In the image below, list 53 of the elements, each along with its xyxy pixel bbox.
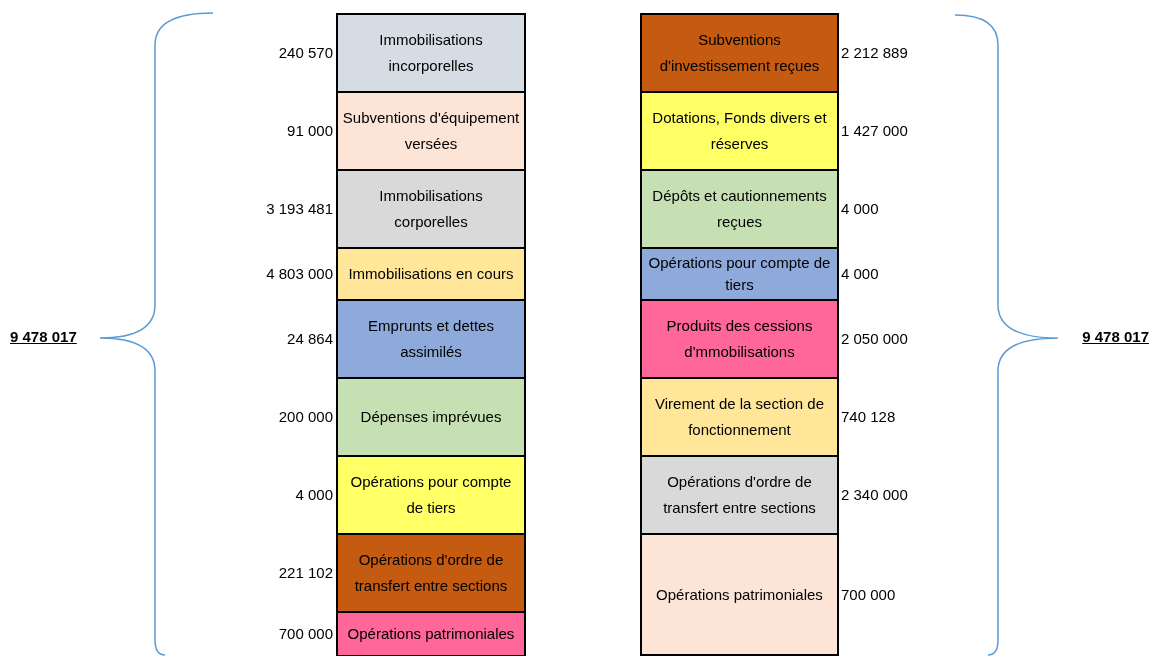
amount-label: 700 000 (841, 584, 896, 605)
item-label: Emprunts et dettes assimilés (367, 316, 495, 362)
budget-box (336, 169, 526, 249)
budget-box (336, 91, 526, 171)
budget-box (640, 455, 839, 535)
item-label: Opérations d'ordre de transfert entre sections (353, 550, 509, 596)
budget-box (336, 611, 526, 656)
budget-box (640, 13, 839, 93)
budget-box (336, 299, 526, 379)
item-label: Opérations patrimoniales (347, 624, 515, 644)
item-label: Subventions d'équipement versées (341, 108, 521, 154)
budget-box (640, 91, 839, 171)
item-label: Immobilisations incorporelles (378, 30, 484, 76)
amount-label: 4 803 000 (266, 264, 333, 284)
total-amount: 9 478 017 (10, 328, 77, 345)
budget-box (336, 455, 526, 535)
budget-box (336, 247, 526, 301)
amount-label: 2 212 889 (841, 43, 908, 63)
item-label: Immobilisations corporelles (378, 186, 484, 232)
budget-box (336, 13, 526, 93)
amount-label: 2 340 000 (841, 485, 908, 505)
budget-box (336, 377, 526, 457)
item-label: Opérations pour compte de tiers (349, 472, 513, 518)
total-amount: 9 478 017 (1082, 328, 1149, 345)
item-label: Immobilisations en cours (348, 264, 514, 284)
item-label: Opérations d'ordre de transfert entre sections (662, 472, 817, 518)
amount-label: 221 102 (278, 563, 333, 583)
budget-box (640, 377, 839, 457)
amount-label: 1 427 000 (841, 121, 908, 141)
item-label: Dépenses imprévues (360, 407, 502, 427)
amount-label: 4 000 (841, 199, 879, 219)
item-label: Subventions d'investissement reçues (658, 30, 821, 76)
amount-label: 2 050 000 (841, 329, 908, 349)
item-label: Opérations pour compte de tiers (647, 253, 832, 295)
amount-label: 700 000 (278, 624, 333, 644)
budget-box (640, 299, 839, 379)
amount-label: 240 570 (278, 43, 333, 63)
amount-label: 91 000 (287, 121, 333, 141)
amount-label: 4 000 (841, 264, 879, 284)
item-label: Dotations, Fonds divers et réserves (651, 108, 828, 154)
amount-label: 3 193 481 (266, 199, 333, 219)
amount-label: 4 000 (295, 485, 333, 505)
item-label: Opérations patrimoniales (656, 584, 823, 605)
budget-box (640, 247, 839, 301)
budget-box (640, 169, 839, 249)
budget-box (640, 533, 839, 656)
amount-label: 740 128 (841, 407, 896, 427)
budget-box (336, 533, 526, 613)
amount-label: 200 000 (278, 407, 333, 427)
item-label: Produits des cessions d'mmobilisations (665, 316, 814, 362)
item-label: Dépôts et cautionnements reçues (651, 186, 828, 232)
amount-label: 24 864 (287, 329, 333, 349)
item-label: Virement de la section de fonctionnement (654, 394, 825, 440)
